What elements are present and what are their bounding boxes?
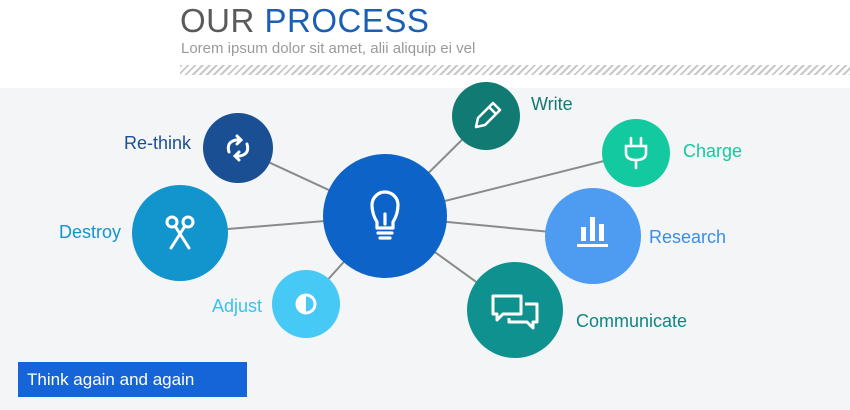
- node-adjust[interactable]: [272, 270, 340, 338]
- label-charge: Charge: [683, 141, 743, 161]
- page-title: OUR PROCESS: [180, 2, 430, 39]
- node-charge[interactable]: [602, 119, 670, 187]
- contrast-icon: [295, 293, 317, 315]
- label-communicate: Communicate: [576, 311, 688, 331]
- pencil-icon: [474, 101, 502, 129]
- label-adjust: Adjust: [212, 296, 263, 316]
- label-write: Write: [531, 94, 573, 114]
- label-rethink: Re-think: [124, 133, 192, 153]
- footer-banner: Think again and again: [18, 362, 247, 397]
- node-rethink[interactable]: [203, 113, 273, 183]
- label-destroy: Destroy: [59, 222, 122, 242]
- hatch-divider: [180, 65, 850, 75]
- center-node[interactable]: [323, 154, 447, 278]
- node-write[interactable]: [452, 82, 520, 150]
- node-destroy[interactable]: [132, 185, 228, 281]
- chat-bubbles-icon: [491, 294, 539, 330]
- refresh-link-icon: [226, 134, 250, 162]
- bar-chart-icon: [577, 217, 608, 247]
- node-research[interactable]: [545, 188, 641, 284]
- node-communicate[interactable]: [467, 262, 563, 358]
- lightbulb-icon: [370, 190, 400, 240]
- plug-icon: [624, 136, 648, 170]
- label-research: Research: [649, 227, 727, 247]
- page-subtitle: Lorem ipsum dolor sit amet, alii aliquip…: [181, 40, 476, 57]
- scissors-icon: [165, 215, 195, 250]
